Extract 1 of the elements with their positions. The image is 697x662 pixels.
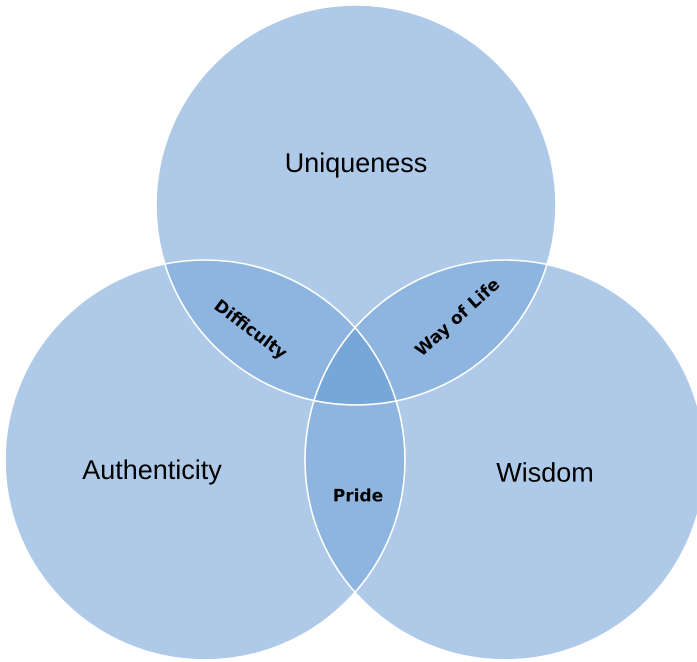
overlap-label: Pride: [334, 488, 382, 502]
